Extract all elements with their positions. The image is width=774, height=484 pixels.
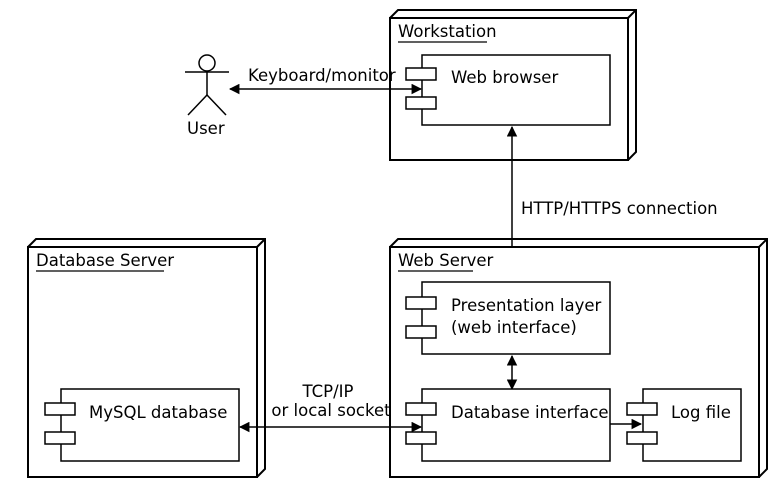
database-interface-component (405, 388, 611, 462)
mysql-database-label: MySQL database (89, 403, 227, 422)
presentation-layer-label-line1: Presentation layer (451, 296, 601, 315)
log-file-component (626, 388, 742, 462)
http-connection-label: HTTP/HTTPS connection (521, 199, 718, 218)
web-browser-component (405, 54, 611, 126)
log-file-label: Log file (671, 403, 731, 422)
database-server-title: Database Server (36, 251, 174, 270)
web-server-title: Web Server (398, 251, 494, 270)
tcp-label-line2: or local socket (271, 401, 391, 420)
user-actor-icon (185, 54, 229, 116)
workstation-title: Workstation (398, 22, 497, 41)
database-interface-label: Database interface (451, 403, 609, 422)
keyboard-monitor-label: Keyboard/monitor (248, 66, 396, 85)
presentation-layer-component (405, 281, 611, 355)
user-label: User (187, 119, 225, 138)
tcp-label-line1: TCP/IP (302, 382, 354, 401)
presentation-layer-label-line2: (web interface) (451, 318, 577, 337)
mysql-database-component (44, 388, 240, 462)
web-browser-label: Web browser (451, 68, 558, 87)
